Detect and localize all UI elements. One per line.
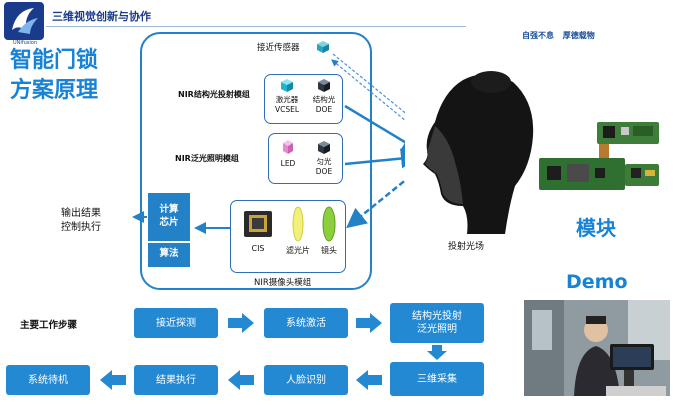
step-structured-light: 结构光投射 泛光照明 bbox=[390, 303, 484, 343]
laser-component: 激光器 VCSEL bbox=[270, 77, 304, 115]
module-label: 模块 bbox=[576, 216, 616, 240]
lens-component: 镜头 bbox=[316, 206, 342, 256]
laser-label: 激光器 bbox=[275, 95, 299, 104]
arrow-activate-to-project bbox=[356, 313, 382, 333]
led-component: LED bbox=[272, 139, 304, 169]
output-line-2: 控制执行 bbox=[61, 222, 101, 233]
doe-chip-icon bbox=[318, 79, 330, 92]
diffuser-sub-label: DOE bbox=[315, 167, 333, 176]
unifusion-logo-icon bbox=[4, 2, 44, 40]
header-divider bbox=[46, 26, 466, 27]
brand-name: UNIfusion bbox=[12, 40, 38, 46]
output-line-1: 输出结果 bbox=[61, 208, 101, 219]
doe-sub-label: DOE bbox=[315, 105, 333, 114]
compute-chip-block: 计算 芯片 算法 bbox=[148, 193, 190, 267]
filter-component: 滤光片 bbox=[282, 206, 314, 256]
flood-module-box bbox=[268, 133, 343, 184]
optical-lens-icon bbox=[322, 206, 336, 242]
arrow-approach-to-activate bbox=[228, 313, 254, 333]
arrow-project-to-capture bbox=[427, 345, 447, 360]
led-cube-icon bbox=[283, 140, 293, 154]
proximity-sensor-label: 接近传感器 bbox=[257, 43, 300, 53]
step-system-activate: 系统激活 bbox=[264, 308, 348, 338]
cis-sensor-icon bbox=[244, 211, 272, 237]
demo-photo-image bbox=[524, 300, 670, 396]
arrow-capture-to-recognize bbox=[356, 370, 382, 390]
step-approach-detect: 接近探测 bbox=[134, 308, 218, 338]
title-line-1: 智能门锁 bbox=[10, 48, 99, 73]
cis-component: CIS bbox=[240, 210, 276, 254]
structured-light-module-label: NIR结构光投射模组 bbox=[178, 90, 250, 99]
arrow-execute-to-standby bbox=[100, 370, 126, 390]
structured-light-module-box bbox=[264, 74, 343, 124]
diffuser-doe-component: 匀光 DOE bbox=[306, 139, 342, 177]
step-system-standby: 系统待机 bbox=[6, 365, 90, 395]
diffuser-label: 匀光 bbox=[316, 157, 332, 166]
chip-label-line-1: 计算 bbox=[159, 204, 179, 215]
title-line-2: 方案原理 bbox=[10, 78, 99, 103]
module-board-image bbox=[539, 122, 659, 190]
camera-module-label: NIR摄像头模组 bbox=[254, 278, 312, 288]
page-title: 智能门锁 方案原理 bbox=[10, 46, 125, 106]
filter-label: 滤光片 bbox=[286, 246, 310, 255]
flood-module-label: NIR泛光照明模组 bbox=[175, 154, 239, 163]
doe-label: 结构光 bbox=[312, 95, 336, 104]
algorithm-label: 算法 bbox=[159, 248, 179, 259]
output-label: 输出结果 控制执行 bbox=[61, 207, 131, 235]
laser-cube-icon bbox=[281, 79, 293, 92]
step-structured-light-line-2: 泛光照明 bbox=[417, 324, 457, 335]
demo-label: Demo bbox=[566, 271, 628, 293]
step-result-execute: 结果执行 bbox=[134, 365, 218, 395]
led-label: LED bbox=[280, 159, 296, 168]
chip-divider bbox=[148, 241, 190, 243]
laser-sub-label: VCSEL bbox=[274, 105, 300, 114]
step-structured-light-line-1: 结构光投射 bbox=[412, 311, 462, 322]
cis-label: CIS bbox=[251, 244, 265, 253]
slogan: 自强不息 厚德载物 bbox=[522, 31, 595, 40]
workflow-title: 主要工作步骤 bbox=[20, 320, 78, 331]
step-3d-capture: 三维采集 bbox=[390, 362, 484, 396]
face-silhouette-image bbox=[405, 66, 545, 236]
step-face-recognition: 人脸识别 bbox=[264, 365, 348, 395]
lens-label: 镜头 bbox=[321, 246, 337, 255]
projection-field-caption: 投射光场 bbox=[448, 242, 485, 252]
chip-label-line-2: 芯片 bbox=[159, 217, 179, 228]
proximity-sensor-icon bbox=[317, 41, 329, 53]
diffuser-chip-icon bbox=[318, 141, 330, 154]
brand-title: 三维视觉创新与协作 bbox=[52, 10, 151, 23]
structured-doe-component: 结构光 DOE bbox=[306, 77, 342, 115]
filter-lens-icon bbox=[292, 206, 304, 242]
arrow-recognize-to-execute bbox=[228, 370, 254, 390]
